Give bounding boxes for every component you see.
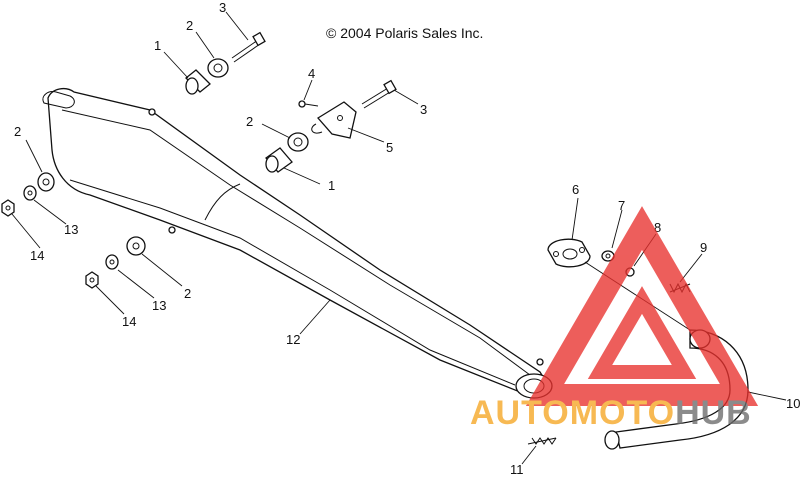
callout-2-lower: 2 bbox=[184, 286, 191, 301]
washer-left-13 bbox=[23, 185, 37, 201]
spacer-lower-2 bbox=[126, 236, 146, 256]
spring-11 bbox=[527, 437, 557, 445]
washer-lower-13 bbox=[105, 254, 119, 270]
callout-14-left: 14 bbox=[30, 248, 44, 263]
spacer-left-2 bbox=[37, 172, 55, 192]
watermark-text: AUTOMOTOHUB bbox=[470, 394, 752, 432]
spacer-mid-2 bbox=[287, 132, 309, 152]
callout-6: 6 bbox=[572, 182, 579, 197]
nut-left-14 bbox=[1, 199, 15, 217]
screw-4 bbox=[298, 100, 319, 108]
callout-1-mid: 1 bbox=[328, 178, 335, 193]
nut-lower-14 bbox=[85, 271, 99, 289]
callout-3-upper: 3 bbox=[219, 0, 226, 15]
bushing-mid-1 bbox=[265, 147, 293, 173]
callout-5: 5 bbox=[386, 140, 393, 155]
callout-7: 7 bbox=[618, 198, 625, 213]
copyright-notice: © 2004 Polaris Sales Inc. bbox=[326, 25, 483, 41]
callout-1-upper: 1 bbox=[154, 38, 161, 53]
watermark-text-hub: HUB bbox=[675, 394, 752, 432]
callout-14-lower: 14 bbox=[122, 314, 136, 329]
bushing-upper-1 bbox=[185, 69, 211, 95]
gasket-flange-6 bbox=[547, 238, 591, 268]
watermark-text-automoto: AUTOMOTO bbox=[470, 394, 675, 432]
callout-4: 4 bbox=[308, 66, 315, 81]
callout-13-left: 13 bbox=[64, 222, 78, 237]
callout-2-mid: 2 bbox=[246, 114, 253, 129]
callout-9: 9 bbox=[700, 240, 707, 255]
callout-labels: 1 2 3 4 2 5 3 1 2 13 14 2 13 14 12 6 7 8… bbox=[14, 0, 800, 477]
bracket-5 bbox=[311, 101, 357, 139]
spacer-upper-2 bbox=[207, 58, 229, 78]
callout-8: 8 bbox=[654, 220, 661, 235]
watermark-logo: AUTOMOTOHUB bbox=[470, 206, 759, 432]
callout-3-right: 3 bbox=[420, 102, 427, 117]
callout-11: 11 bbox=[510, 462, 524, 477]
callout-12: 12 bbox=[286, 332, 300, 347]
bolt-upper-3 bbox=[231, 31, 266, 63]
leader-lines bbox=[11, 11, 787, 465]
callout-13-lower: 13 bbox=[152, 298, 166, 313]
callout-10: 10 bbox=[786, 396, 800, 411]
callout-2-left: 2 bbox=[14, 124, 21, 139]
bolt-right-3 bbox=[361, 79, 397, 109]
callout-2-upper: 2 bbox=[186, 18, 193, 33]
